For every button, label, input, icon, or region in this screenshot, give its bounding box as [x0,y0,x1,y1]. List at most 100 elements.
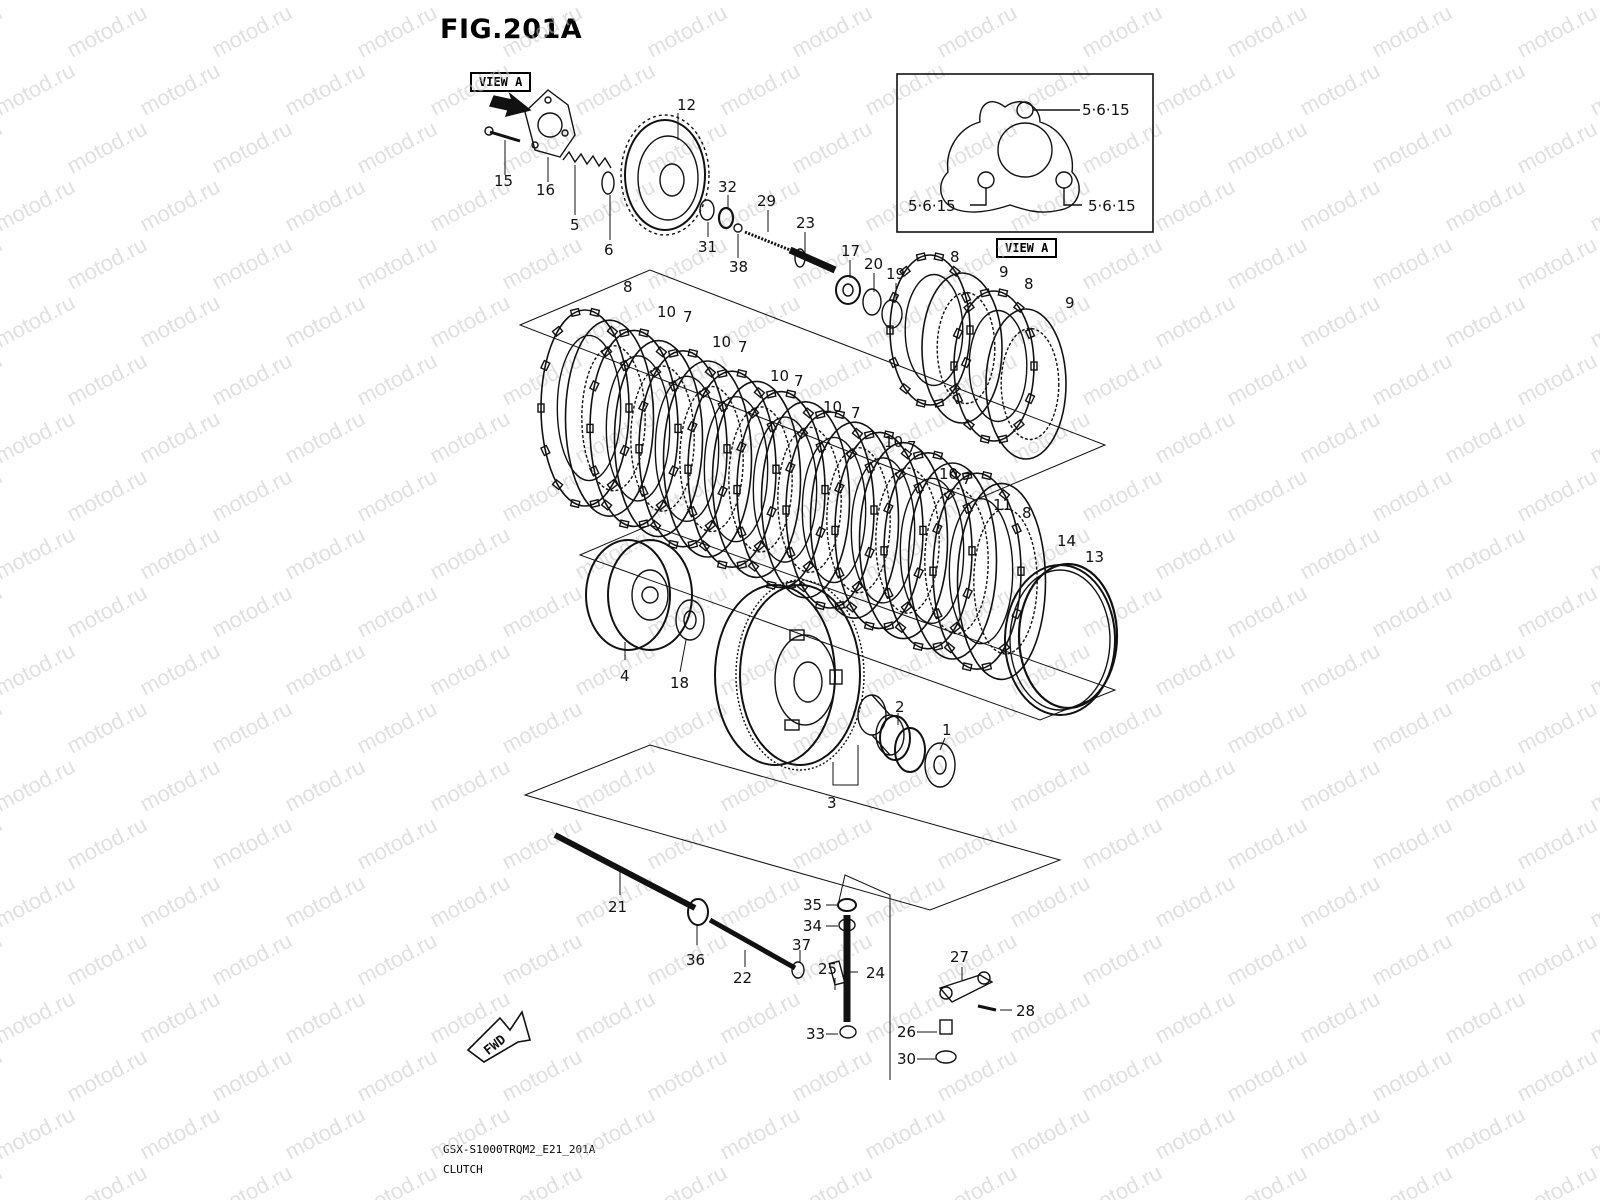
watermark-text: motod.ru [1151,58,1239,121]
watermark-text: motod.ru [1006,58,1094,121]
watermark-text: motod.ru [1151,290,1239,353]
watermark-text: motod.ru [0,232,6,295]
callout-7-a: 7 [683,308,693,326]
callout-16: 16 [536,181,555,199]
watermark-text: motod.ru [63,348,151,411]
watermark-text: motod.ru [1296,754,1384,817]
watermark-text: motod.ru [1006,870,1094,933]
watermark-text: motod.ru [1078,580,1166,643]
callout-3: 3 [827,794,837,812]
watermark-text: motod.ru [1006,0,1094,4]
watermark-text: motod.ru [1586,58,1600,121]
watermark-text: motod.ru [1078,696,1166,759]
callout-8-b: 8 [950,248,960,266]
part-36-oil-seal [687,898,709,926]
watermark-text: motod.ru [136,638,224,701]
watermark-text: motod.ru [861,58,949,121]
watermark-text: motod.ru [1513,116,1600,179]
watermark-text: motod.ru [1078,928,1166,991]
watermark-text: motod.ru [1223,232,1311,295]
watermark-text: motod.ru [861,754,949,817]
callout-19: 19 [886,265,905,283]
watermark-text: motod.ru [353,0,441,62]
watermark-text: motod.ru [571,58,659,121]
callout-26: 26 [897,1023,916,1041]
watermark-text: motod.ru [0,580,6,643]
watermark-text: motod.ru [933,1044,1021,1107]
callout-7-e: 7 [907,438,917,456]
callout-30: 30 [897,1050,916,1068]
callout-32: 32 [718,178,737,196]
watermark-text: motod.ru [1296,0,1384,4]
watermark-text: motod.ru [1586,754,1600,817]
watermark-text: motod.ru [63,1044,151,1107]
watermark-text: motod.ru [1441,522,1529,585]
watermark-text: motod.ru [1513,928,1600,991]
watermark-text: motod.ru [716,406,804,469]
part-21-pushrod-long [553,832,697,911]
watermark-text: motod.ru [643,116,731,179]
callout-10-b: 10 [712,333,731,351]
watermark-text: motod.ru [353,464,441,527]
watermark-text: motod.ru [0,522,79,585]
watermark-text: motod.ru [281,406,369,469]
watermark-text: motod.ru [0,1044,6,1107]
watermark-text: motod.ru [1368,464,1456,527]
watermark-text: motod.ru [861,290,949,353]
callout-4: 4 [620,667,630,685]
release-group-frame [837,874,891,1080]
watermark-text: motod.ru [1151,1102,1239,1165]
watermark-text: motod.ru [136,522,224,585]
drive-plate [537,307,633,509]
watermark-text: motod.ru [1151,986,1239,1049]
watermark-text: motod.ru [63,464,151,527]
callout-37: 37 [792,936,811,954]
part-17-nut [835,275,861,305]
watermark-text: motod.ru [1441,58,1529,121]
watermark-text: motod.ru [353,696,441,759]
callout-13: 13 [1085,548,1104,566]
callout-7-b: 7 [738,338,748,356]
watermark-text: motod.ru [716,1102,804,1165]
watermark-text: motod.ru [1586,174,1600,237]
watermark-text: motod.ru [281,1102,369,1165]
watermark-text: motod.ru [0,58,79,121]
part-6-washer [601,171,615,195]
watermark-text: motod.ru [716,0,804,4]
watermark-text: motod.ru [63,232,151,295]
watermark-text: motod.ru [353,1044,441,1107]
watermark-text: motod.ru [1296,638,1384,701]
watermark-text: motod.ru [1441,290,1529,353]
watermark-text: motod.ru [426,870,514,933]
watermark-text: motod.ru [788,1044,876,1107]
callout-22: 22 [733,969,752,987]
watermark-text: motod.ru [1296,58,1384,121]
watermark-text: motod.ru [1296,174,1384,237]
watermark-text: motod.ru [498,696,586,759]
watermark-text: motod.ru [63,696,151,759]
drive-plate [929,471,1025,672]
watermark-text: motod.ru [861,870,949,933]
clutch-plate-stack [537,252,1067,681]
callout-15: 15 [494,172,513,190]
watermark-text: motod.ru [1368,232,1456,295]
part-29-rod [744,230,791,252]
watermark-text: motod.ru [426,290,514,353]
drive-plate [886,252,974,408]
part-18-washer [675,599,705,641]
watermark-text: motod.ru [1368,928,1456,991]
callout-9-b: 9 [1065,294,1075,312]
driven-plate [921,272,1003,424]
watermark-text: motod.ru [208,928,296,991]
watermark-text: motod.ru [716,58,804,121]
driven-plate [809,421,900,620]
watermark-text: motod.ru [426,0,514,4]
watermark-text: motod.ru [1006,406,1094,469]
watermark-text: motod.ru [1296,986,1384,1049]
driven-plate [858,441,949,640]
part-33-bearing [839,1025,857,1039]
watermark-text: motod.ru [861,0,949,4]
watermark-text: motod.ru [1078,232,1166,295]
